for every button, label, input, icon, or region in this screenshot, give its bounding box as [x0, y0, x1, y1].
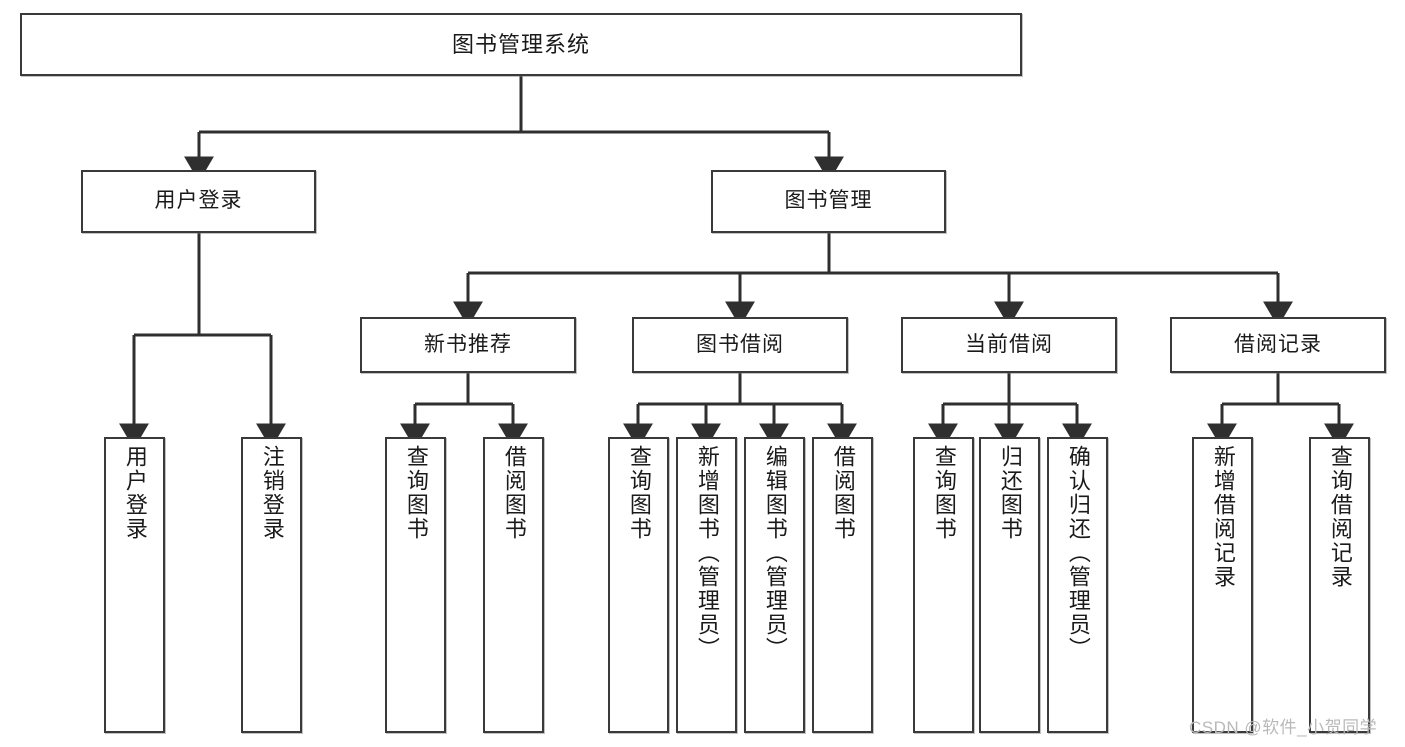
node-label: 确认归还（管理员） [1065, 445, 1091, 661]
node-label: 借阅记录 [1234, 332, 1322, 356]
node-new-book-recommendation[interactable]: 新书推荐 [360, 317, 576, 373]
node-label: 图书借阅 [696, 332, 784, 356]
leaf-add-book-admin[interactable]: 新增图书（管理员） [676, 437, 737, 733]
leaf-query-book-current[interactable]: 查询图书 [913, 437, 974, 733]
node-label: 查询图书 [403, 445, 429, 541]
leaf-query-book-recommendation[interactable]: 查询图书 [385, 437, 446, 733]
node-user-login[interactable]: 用户登录 [81, 170, 316, 233]
node-book-management[interactable]: 图书管理 [711, 170, 946, 233]
leaf-query-borrow-record[interactable]: 查询借阅记录 [1309, 437, 1370, 733]
leaf-borrow-book[interactable]: 借阅图书 [812, 437, 873, 733]
node-label: 用户登录 [154, 189, 243, 213]
node-borrowing-records[interactable]: 借阅记录 [1170, 317, 1386, 373]
leaf-confirm-return-admin[interactable]: 确认归还（管理员） [1047, 437, 1108, 733]
node-label: 借阅图书 [501, 445, 527, 541]
leaf-query-book-borrowing[interactable]: 查询图书 [608, 437, 669, 733]
node-label: 查询图书 [626, 445, 652, 541]
node-book-borrowing[interactable]: 图书借阅 [632, 317, 848, 373]
node-label: 当前借阅 [965, 332, 1053, 356]
leaf-logout[interactable]: 注销登录 [241, 437, 302, 733]
leaf-borrow-book-recommendation[interactable]: 借阅图书 [483, 437, 544, 733]
node-label: 图书管理系统 [451, 31, 590, 57]
node-current-borrowing[interactable]: 当前借阅 [901, 317, 1117, 373]
node-label: 新增借阅记录 [1210, 445, 1236, 589]
node-label: 新增图书（管理员） [694, 445, 720, 661]
node-label: 图书管理 [784, 189, 873, 213]
node-label: 用户登录 [122, 445, 148, 541]
node-label: 注销登录 [259, 445, 285, 541]
leaf-edit-book-admin[interactable]: 编辑图书（管理员） [744, 437, 805, 733]
leaf-return-book[interactable]: 归还图书 [979, 437, 1040, 733]
node-label: 查询图书 [931, 445, 957, 541]
node-label: 查询借阅记录 [1327, 445, 1353, 589]
leaf-user-login[interactable]: 用户登录 [104, 437, 165, 733]
node-label: 编辑图书（管理员） [762, 445, 788, 661]
node-label: 借阅图书 [830, 445, 856, 541]
node-root-book-management-system[interactable]: 图书管理系统 [20, 13, 1022, 76]
node-label: 归还图书 [997, 445, 1023, 541]
csdn-watermark: CSDN @软件_小贺同学 [1189, 718, 1378, 737]
leaf-add-borrow-record[interactable]: 新增借阅记录 [1192, 437, 1253, 733]
node-label: 新书推荐 [424, 332, 512, 356]
